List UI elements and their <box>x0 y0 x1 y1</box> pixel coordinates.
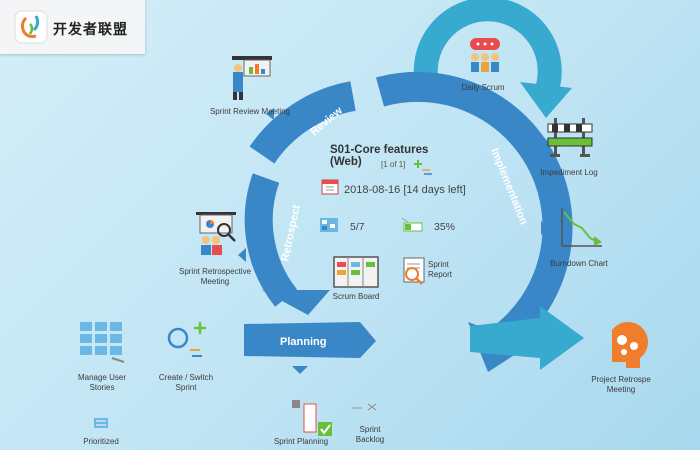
retrospective-meeting-icon[interactable] <box>196 212 236 255</box>
pointer-impediment <box>541 135 549 149</box>
pointer-planning <box>292 366 308 374</box>
retrospect-label: Retrospect <box>279 204 303 263</box>
project-retro-arrow <box>470 306 584 370</box>
review-arc <box>249 81 357 164</box>
sprint-planning-icon[interactable] <box>292 400 332 436</box>
presentation-icon[interactable] <box>232 56 272 100</box>
daily-scrum-icon[interactable] <box>470 38 500 72</box>
planning-arrow <box>244 322 376 358</box>
calendar-icon <box>321 179 339 195</box>
manage-user-stories-label[interactable]: Manage User Stories <box>77 373 127 392</box>
prioritized-label[interactable]: Prioritized <box>83 437 119 446</box>
planning-label: Planning <box>280 336 326 348</box>
tasks-icon <box>320 218 338 232</box>
sprint-report-icon[interactable] <box>403 257 425 285</box>
project-retrospective-icon[interactable] <box>612 321 649 368</box>
prioritized-icon[interactable] <box>94 418 108 428</box>
retrospect-arrowhead <box>262 290 330 315</box>
sprint-backlog-icon[interactable] <box>352 403 377 411</box>
scrum-board-icon[interactable] <box>333 256 379 288</box>
daily-scrum-label[interactable]: Daily Scrum <box>461 83 505 92</box>
pointer-retro-meeting <box>238 248 246 262</box>
daily-scrum-loop <box>413 0 562 100</box>
sprint-title[interactable]: S01-Core features (Web) <box>330 144 429 168</box>
sprint-backlog-label[interactable]: Sprint Backlog <box>355 425 385 444</box>
brand-logo-icon <box>14 10 48 44</box>
sprint-review-meeting-label[interactable]: Sprint Review Meeting <box>209 107 291 116</box>
implementation-arc <box>376 71 573 353</box>
daily-scrum-loop-arrowhead <box>520 82 572 118</box>
project-retrospective-label[interactable]: Project Retrospe Meeting <box>591 375 651 394</box>
sprint-page-count: [1 of 1] <box>381 160 406 169</box>
add-sprint-icon[interactable] <box>414 160 432 175</box>
impediment-log-label[interactable]: Impediment Log <box>540 168 598 177</box>
scrum-board-label[interactable]: Scrum Board <box>332 292 380 301</box>
sprint-retrospective-label[interactable]: Sprint Retrospective Meeting <box>178 267 252 286</box>
sprint-planning-label[interactable]: Sprint Planning <box>273 437 329 446</box>
barrier-icon[interactable] <box>547 118 593 157</box>
retrospect-arc <box>244 173 298 307</box>
sprint-date: 2018-08-16 [14 days left] <box>344 184 466 196</box>
burndown-chart-label[interactable]: Burndown Chart <box>550 259 608 268</box>
brand-name: 开发者联盟 <box>53 22 128 38</box>
create-switch-sprint-label[interactable]: Create / Switch Sprint <box>158 373 214 392</box>
pointer-burndown <box>541 221 549 235</box>
pointer-review-meeting <box>266 108 274 120</box>
user-stories-icon[interactable] <box>80 322 125 363</box>
brand-logo-box: 开发者联盟 <box>0 0 145 54</box>
progress-percent: 35% <box>434 221 456 233</box>
sprint-report-label[interactable]: Sprint Report <box>428 260 453 279</box>
progress-icon <box>401 217 423 232</box>
burndown-chart-icon[interactable] <box>561 208 602 247</box>
create-switch-sprint-icon[interactable] <box>167 322 206 357</box>
task-count: 5/7 <box>350 221 365 233</box>
